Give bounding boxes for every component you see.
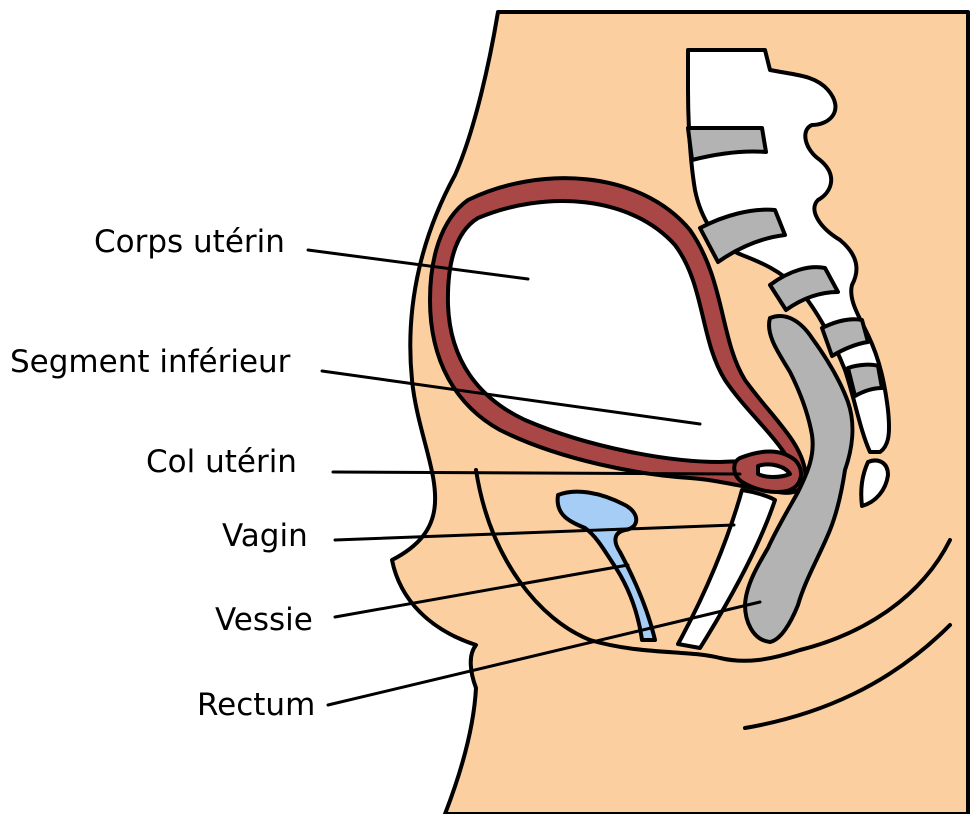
label-vagin: Vagin [222, 518, 308, 554]
label-vessie: Vessie [215, 602, 313, 638]
label-rectum: Rectum [197, 687, 315, 723]
label-col-uterin: Col utérin [146, 444, 297, 480]
leader-col-uterin [333, 472, 740, 474]
label-corps-uterin: Corps utérin [94, 224, 285, 260]
label-segment-inferieur: Segment inférieur [10, 344, 291, 380]
